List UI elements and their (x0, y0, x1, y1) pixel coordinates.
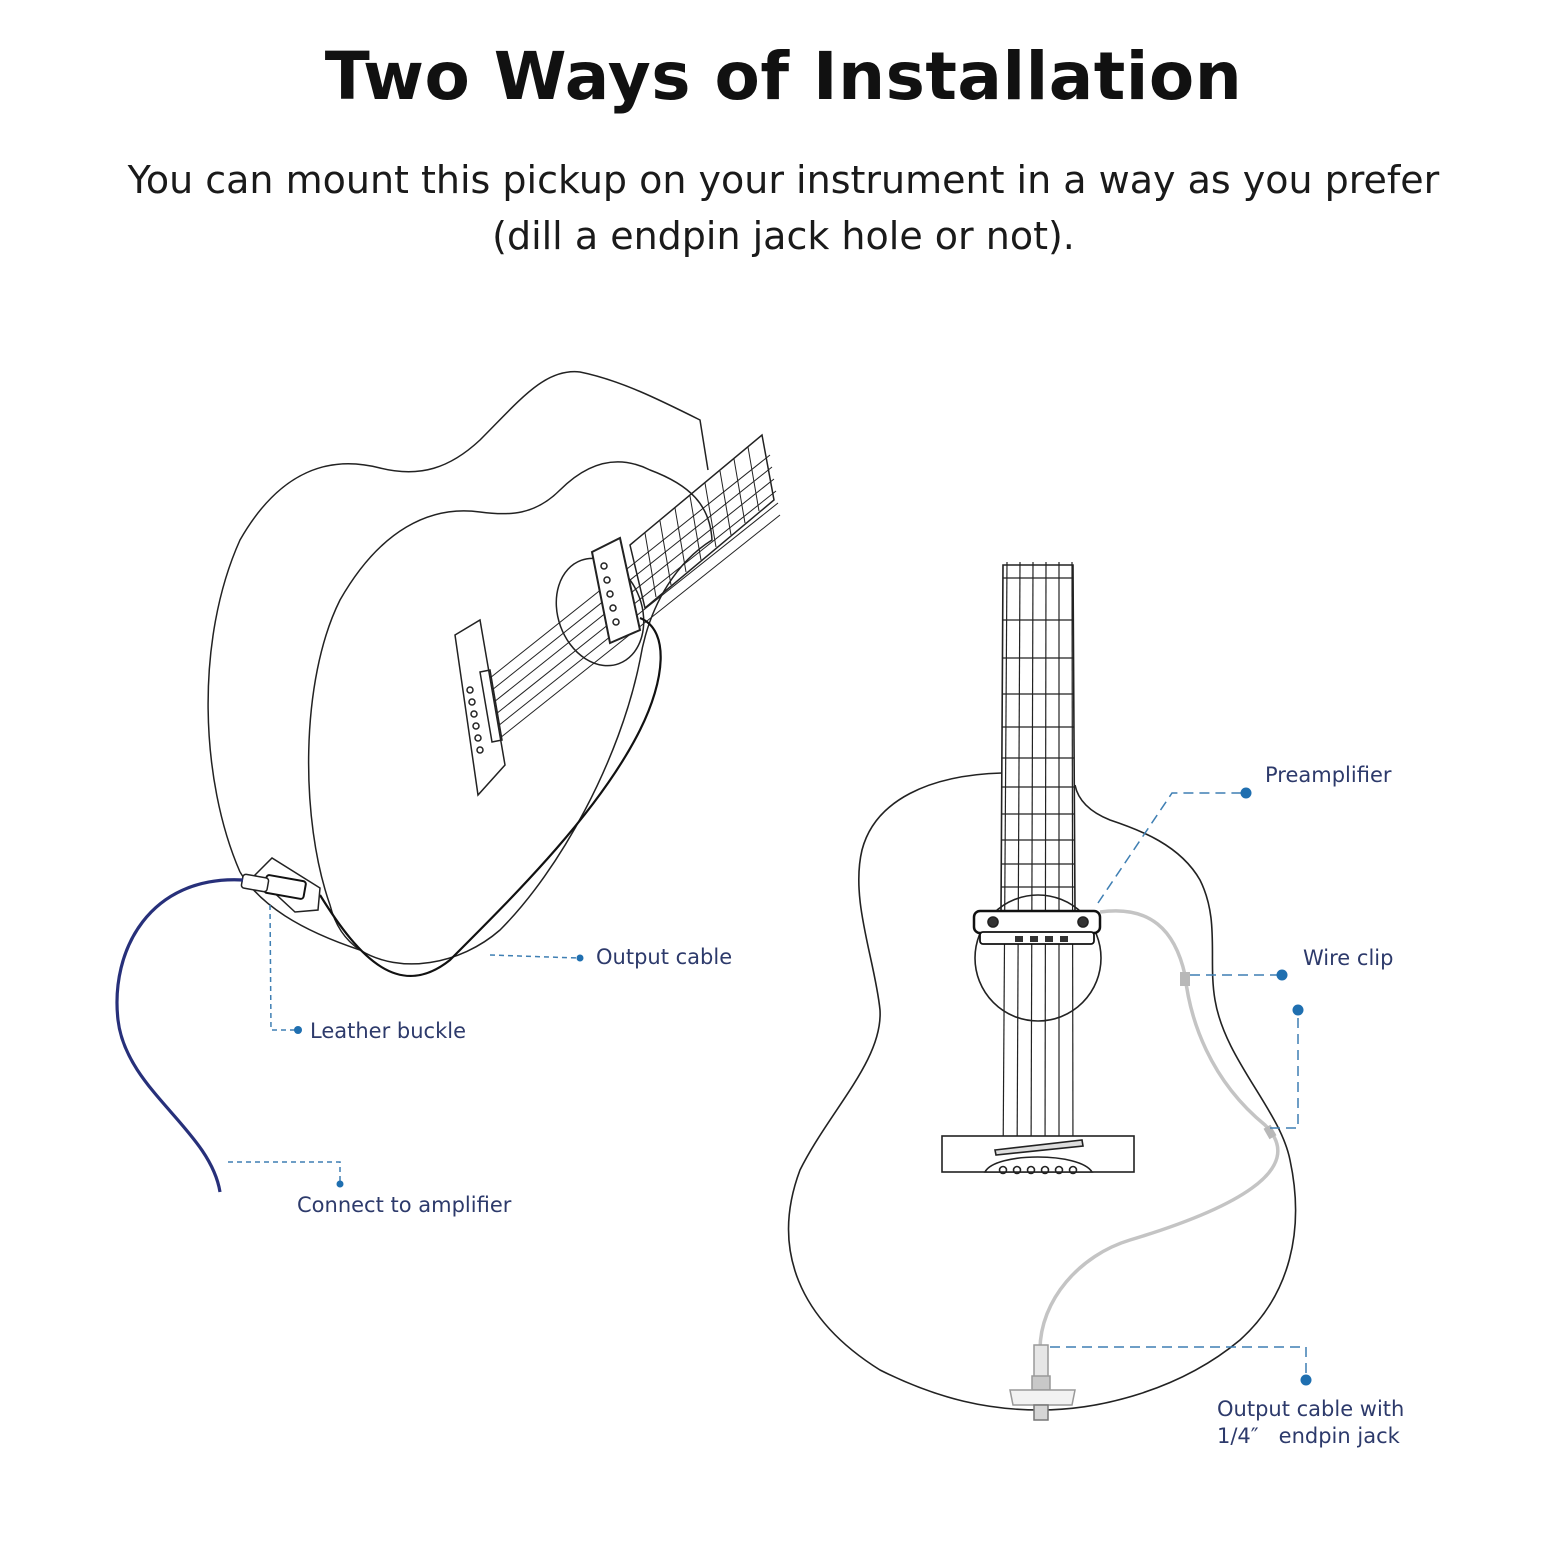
left-bridge-pins (466, 686, 484, 754)
label-output-cable-jack-line2: 1/4″ endpin jack (1217, 1424, 1401, 1448)
left-pickup (590, 536, 642, 645)
right-wire-clip-1 (1180, 972, 1190, 986)
left-leader-lines (228, 904, 579, 1183)
right-fretboard (1000, 564, 1076, 913)
right-guitar (787, 561, 1297, 1411)
leader-output-cable (489, 954, 579, 959)
left-saddle (479, 669, 503, 743)
left-fretboard (629, 433, 775, 610)
left-soundhole (555, 557, 645, 667)
right-bridge-pin-area (983, 1156, 1094, 1173)
leader-leather-buckle (269, 904, 296, 1031)
left-guitar (207, 370, 781, 978)
left-pickup-poles (600, 562, 620, 626)
right-endpin-jack (1009, 1344, 1076, 1421)
left-output-cable (319, 616, 662, 978)
left-jack (263, 874, 307, 900)
right-soundhole (974, 894, 1102, 1022)
subtitle-line-2: (dill a endpin jack hole or not). (492, 214, 1075, 258)
left-leader-dots (294, 954, 584, 1188)
left-strings (489, 454, 781, 739)
label-wire-clip: Wire clip (1303, 946, 1393, 970)
page-title: Two Ways of Installation (324, 38, 1243, 115)
page-subtitle: You can mount this pickup on your instru… (0, 152, 1567, 264)
leader-connect-amplifier (228, 1161, 341, 1183)
right-leader-lines (1050, 792, 1307, 1378)
label-output-cable-jack-line1: Output cable with (1217, 1397, 1404, 1421)
amplifier-cable (115, 878, 244, 1193)
left-guitar-top-outline (307, 461, 713, 965)
left-guitar-back-outline (207, 370, 709, 873)
right-saddle (994, 1139, 1084, 1156)
label-preamplifier: Preamplifier (1265, 763, 1392, 787)
leader-wire-clip-lower (1270, 1012, 1299, 1129)
right-bridge-pins (998, 1165, 1078, 1175)
right-preamp-details (1015, 936, 1068, 942)
right-strings (1002, 561, 1074, 1171)
right-grey-cable (1038, 909, 1280, 1351)
label-connect-amplifier: Connect to amplifier (297, 1193, 512, 1217)
left-leather-buckle (253, 857, 321, 913)
leader-output-cable-jack (1050, 1346, 1307, 1378)
right-wire-clip-2 (1263, 1124, 1277, 1140)
label-output-cable: Output cable (596, 945, 732, 969)
subtitle-line-1: You can mount this pickup on your instru… (127, 158, 1440, 202)
right-leader-dots (1240, 787, 1312, 1386)
right-guitar-body (787, 772, 1297, 1411)
left-bridge (454, 618, 506, 797)
right-frets (1001, 577, 1075, 888)
label-leather-buckle: Leather buckle (310, 1019, 466, 1043)
leader-preamplifier (1097, 792, 1244, 904)
left-frets (644, 446, 760, 598)
